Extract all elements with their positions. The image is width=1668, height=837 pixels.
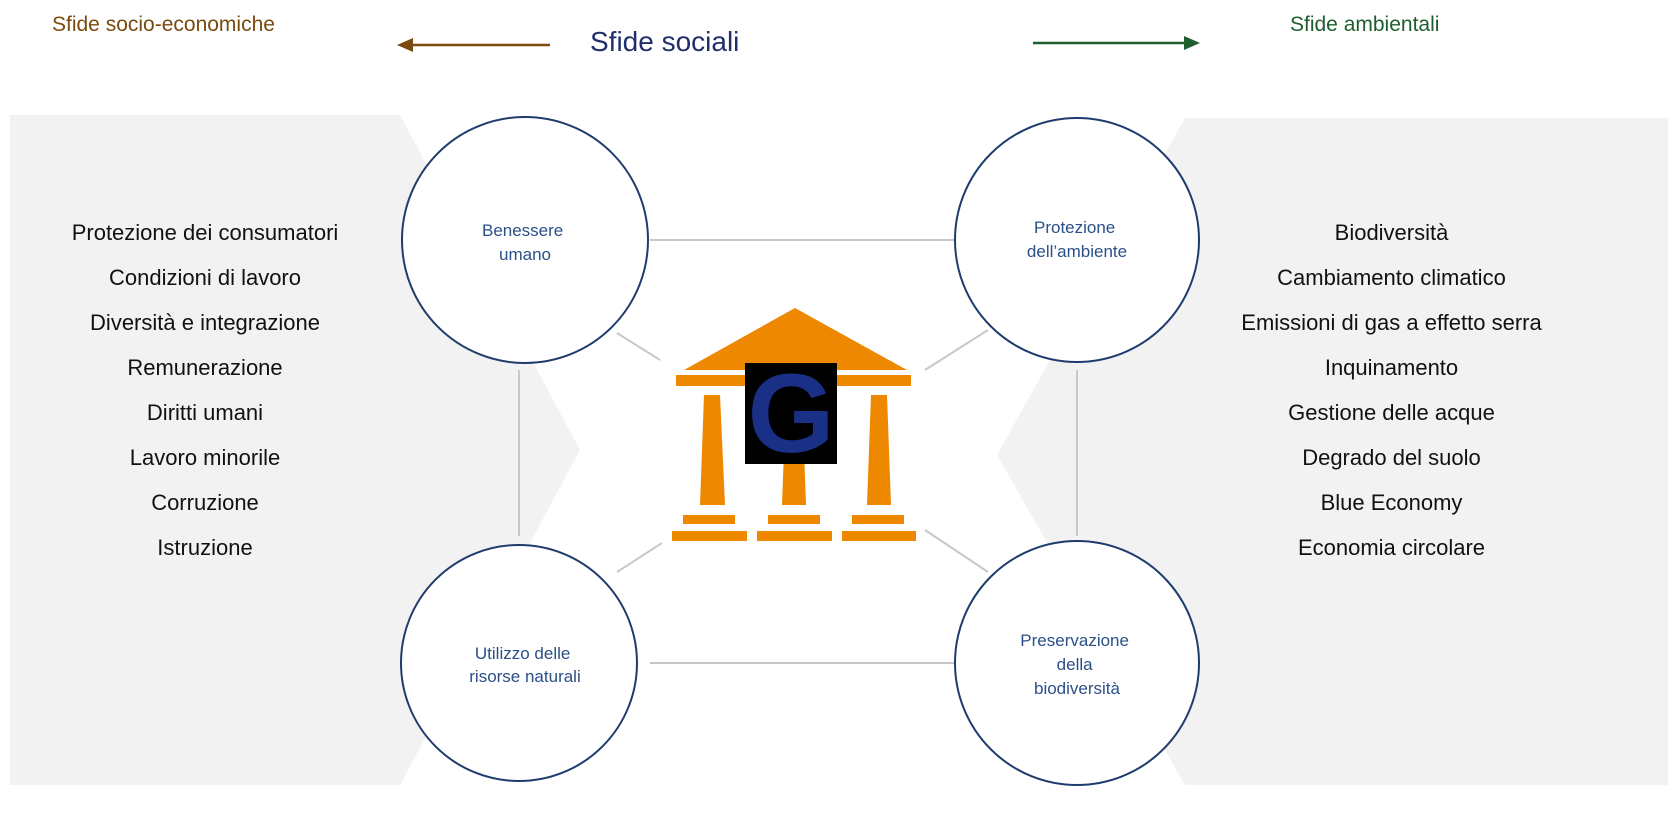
connector-diag-tl [616,332,661,361]
circle-label-line: biodiversità [1034,679,1121,698]
list-item: Condizioni di lavoro [109,265,301,290]
temple-letter-box [745,363,837,464]
circle-label-line: risorse naturali [469,667,581,686]
list-item: Diritti umani [146,400,264,425]
circle-top-left [401,116,649,364]
temple-column-left [700,395,725,505]
circle-label-top-left: Benessere umano [482,221,568,264]
circle-label-line: Benessere [482,221,563,240]
header-socio-economic: Sfide socio-economiche [52,13,275,36]
circle-bottom-left [400,544,638,782]
temple-roof [684,308,907,370]
circle-label-line: Protezione [1034,218,1115,237]
circle-top-right [954,117,1200,363]
list-item: Gestione delle acque [1288,400,1495,425]
circle-label-line: Utilizzo delle [475,644,570,663]
list-item: Biodiversità [1334,220,1449,245]
circle-label-line: Preservazione [1020,631,1129,650]
temple-column-right [867,395,891,505]
list-item: Degrado del suolo [1302,445,1481,470]
list-item: Istruzione [157,535,253,560]
list-item: Protezione dei consumatori [71,220,339,245]
temple-letter: G [747,351,834,476]
circle-label-line: della [1057,655,1093,674]
list-item: Diversità e integrazione [90,310,320,335]
temple-step-right-upper [852,515,904,524]
circle-label-bottom-left: Utilizzo delle risorse naturali [469,644,581,686]
temple-step-center-upper [768,515,820,524]
circle-label-top-right: Protezione dell’ambiente [1027,218,1127,261]
list-item: Remunerazione [127,355,283,380]
list-item: Emissioni di gas a effetto serra [1241,310,1542,335]
header-environmental: Sfide ambientali [1290,13,1440,36]
circle-label-line: dell’ambiente [1027,242,1127,261]
connector-diag-tr [924,329,989,371]
circle-label-line: umano [499,245,551,264]
list-item: Inquinamento [1324,355,1459,380]
temple-step-center-lower [757,531,832,541]
circle-bottom-right [954,540,1200,786]
connector-diag-br [924,529,989,573]
governance-temple-icon: G [672,308,916,541]
connector-diag-bl [616,542,663,573]
temple-step-right-lower [842,531,916,541]
right-arrow-head [1184,36,1200,50]
header-social: Sfide sociali [590,26,740,57]
circle-label-bottom-right: Preservazione della biodiversità [1020,631,1133,698]
list-item: Corruzione [151,490,259,515]
list-item: Lavoro minorile [129,445,281,470]
temple-step-left-lower [672,531,747,541]
temple-step-left-upper [683,515,735,524]
list-item: Economia circolare [1297,535,1486,560]
list-item: Blue Economy [1320,490,1463,515]
list-item: Cambiamento climatico [1277,265,1506,290]
left-arrow-head [397,38,413,52]
